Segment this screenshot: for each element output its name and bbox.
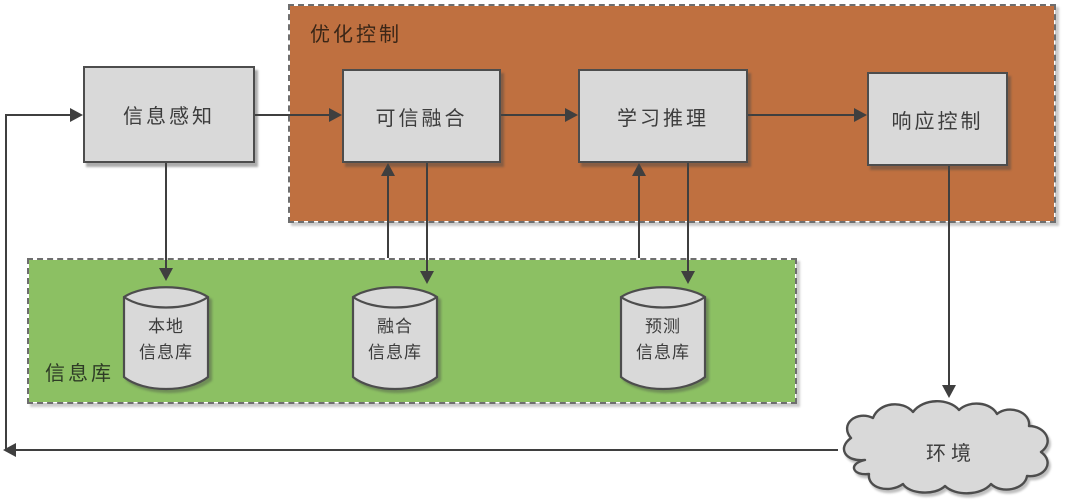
cylinder-local-label: 本地 信息库	[139, 317, 193, 362]
node-response-control: 响应控制	[867, 72, 1008, 166]
connector-feedback-left-vline	[5, 114, 7, 451]
node-perception-label: 信息感知	[123, 106, 215, 128]
connector-learning-to-prediction-repo-line	[687, 163, 689, 271]
node-response-label: 响应控制	[891, 110, 984, 133]
environment-label: 环境	[926, 442, 976, 465]
arrowhead-feedback-left	[3, 443, 16, 457]
node-information-perception: 信息感知	[83, 66, 255, 163]
cylinder-fusion-label: 融合 信息库	[368, 317, 422, 362]
connector-cloud-to-left-line	[16, 449, 838, 451]
database-cylinder-icon	[619, 286, 707, 391]
cylinder-prediction-label: 预测 信息库	[636, 317, 690, 362]
connector-learning-to-response-line	[748, 114, 854, 116]
arrowhead-into-local-repo	[159, 268, 173, 281]
node-fusion-label: 可信融合	[375, 107, 468, 130]
arrowhead-into-learning	[565, 108, 578, 122]
arrowhead-up-into-learning	[632, 163, 646, 176]
arrowhead-into-fusion	[329, 108, 342, 122]
arrowhead-up-into-fusion	[381, 163, 395, 176]
database-cylinder-icon	[122, 286, 210, 391]
arrowhead-into-response	[854, 108, 867, 122]
cylinder-fusion-info-repo: 融合 信息库	[351, 280, 439, 394]
node-environment-cloud: 环境	[833, 398, 1069, 498]
cloud-icon	[842, 400, 1049, 495]
connector-fusion-to-fusion-repo-line	[426, 163, 428, 271]
arrowhead-into-environment	[942, 385, 956, 398]
connector-prediction-repo-to-learning-line	[638, 176, 640, 258]
node-trusted-fusion: 可信融合	[342, 69, 501, 163]
connector-fusion-repo-to-fusion-line	[387, 176, 389, 258]
database-cylinder-icon	[351, 286, 439, 391]
region-repository-label: 信息库	[45, 363, 114, 385]
connector-response-to-environment-line	[948, 166, 950, 385]
node-learning-label: 学习推理	[617, 107, 709, 130]
connector-env-to-perception-line	[6, 114, 70, 116]
cylinder-local-info-repo: 本地 信息库	[122, 280, 210, 394]
arrowhead-into-perception	[70, 108, 83, 122]
node-learning-reasoning: 学习推理	[578, 69, 748, 163]
connector-perception-to-local-repo-line	[165, 163, 167, 268]
connector-fusion-to-learning-line	[501, 114, 566, 116]
arrowhead-into-fusion-repo	[420, 271, 434, 284]
cylinder-prediction-info-repo: 预测 信息库	[619, 280, 707, 394]
arrowhead-into-prediction-repo	[681, 271, 695, 284]
region-optimization-label: 优化控制	[310, 24, 402, 46]
connector-perception-to-fusion-line	[255, 114, 330, 116]
